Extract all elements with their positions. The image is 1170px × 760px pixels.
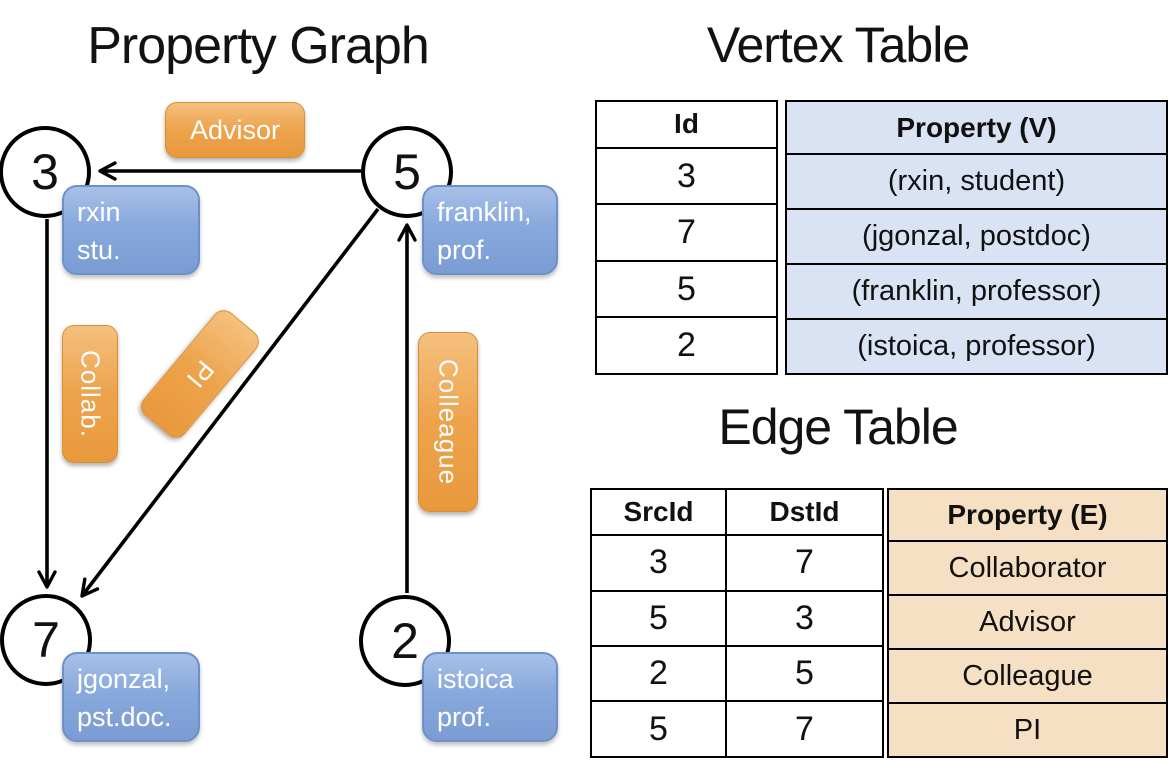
vertex-box-istoica-line2: prof. — [437, 701, 492, 732]
vertex-table-cell-property: (franklin, professor) — [785, 263, 1168, 321]
vertex-table-property-column: Property (V) (rxin, student) (jgonzal, p… — [785, 99, 1168, 375]
vertex-table-title: Vertex Table — [706, 17, 970, 73]
vertex-table-cell-property: (rxin, student) — [785, 153, 1168, 211]
edge-table-id-columns: SrcId DstId 3 7 5 3 2 5 5 7 — [590, 487, 884, 758]
vertex-table-cell-property: (istoica, professor) — [785, 318, 1168, 375]
edge-box-colleague-label: Colleague — [433, 358, 464, 486]
vertex-box-franklin-line1: franklin, — [437, 197, 532, 227]
edge-table-title: Edge Table — [718, 399, 958, 455]
edge-box-pi-label: PI — [180, 354, 221, 395]
edge-table-cell-src: 2 — [590, 644, 727, 703]
vertex-table-cell-id: 2 — [595, 316, 778, 375]
vertex-table-cell-id: 7 — [595, 203, 778, 262]
vertex-table-header-property: Property (V) — [785, 99, 1168, 156]
edge-table-header-dstid: DstId — [725, 487, 884, 537]
edge-table-cell-property: Collaborator — [887, 540, 1168, 597]
vertex-box-jgonzal-line2: pst.doc. — [77, 701, 172, 732]
vertex-box-istoica: istoica prof. — [422, 652, 558, 742]
property-graph-title: Property Graph — [87, 17, 430, 75]
edge-box-colleague: Colleague — [418, 332, 478, 512]
graph-node-5: 5 — [361, 126, 453, 218]
edge-table-cell-property: PI — [887, 702, 1168, 758]
node-2-label: 2 — [391, 613, 419, 669]
edge-table-cell-property: Advisor — [887, 594, 1168, 651]
graph-edges — [37, 161, 417, 598]
vertex-box-jgonzal: jgonzal, pst.doc. — [62, 652, 200, 742]
vertex-box-franklin-line2: prof. — [437, 234, 492, 265]
vertex-box-rxin-line2: stu. — [77, 234, 121, 265]
node-3-label: 3 — [31, 144, 59, 200]
vertex-table-header-id: Id — [595, 100, 778, 149]
edge-table-cell-dst: 5 — [725, 644, 884, 703]
vertex-box-jgonzal-line1: jgonzal, — [77, 664, 171, 694]
edge-5-to-7 — [80, 207, 380, 598]
edge-box-collab: Collab. — [62, 325, 118, 463]
vertex-table-cell-property: (jgonzal, postdoc) — [785, 208, 1168, 266]
edge-table-cell-src: 5 — [590, 589, 727, 647]
vertex-table-cell-id: 5 — [595, 259, 778, 319]
vertex-table-cell-id: 3 — [595, 146, 778, 206]
vertex-box-franklin: franklin, prof. — [422, 185, 558, 275]
node-7-label: 7 — [32, 612, 60, 668]
edge-box-collab-label: Collab. — [75, 350, 106, 438]
vertex-box-rxin-line1: rxin — [77, 197, 121, 227]
edge-table-cell-dst: 3 — [725, 589, 884, 647]
graph-node-2: 2 — [359, 595, 451, 687]
edge-table-cell-dst: 7 — [725, 700, 884, 758]
edge-table-cell-dst: 7 — [725, 534, 884, 592]
edge-table-header-property: Property (E) — [887, 487, 1168, 543]
edge-table-property-column: Property (E) Collaborator Advisor Collea… — [887, 487, 1168, 758]
edge-box-advisor-label: Advisor — [189, 114, 281, 145]
vertex-table-id-column: Id 3 7 5 2 — [595, 100, 778, 375]
node-5-label: 5 — [393, 144, 421, 200]
edge-table-cell-property: Colleague — [887, 648, 1168, 705]
edge-table-cell-src: 3 — [590, 534, 727, 592]
edge-table-cell-src: 5 — [590, 700, 727, 758]
edge-table-header-srcid: SrcId — [590, 487, 727, 537]
vertex-box-rxin: rxin stu. — [62, 185, 200, 275]
edge-box-advisor: Advisor — [165, 102, 305, 158]
vertex-box-istoica-line1: istoica — [437, 664, 514, 694]
